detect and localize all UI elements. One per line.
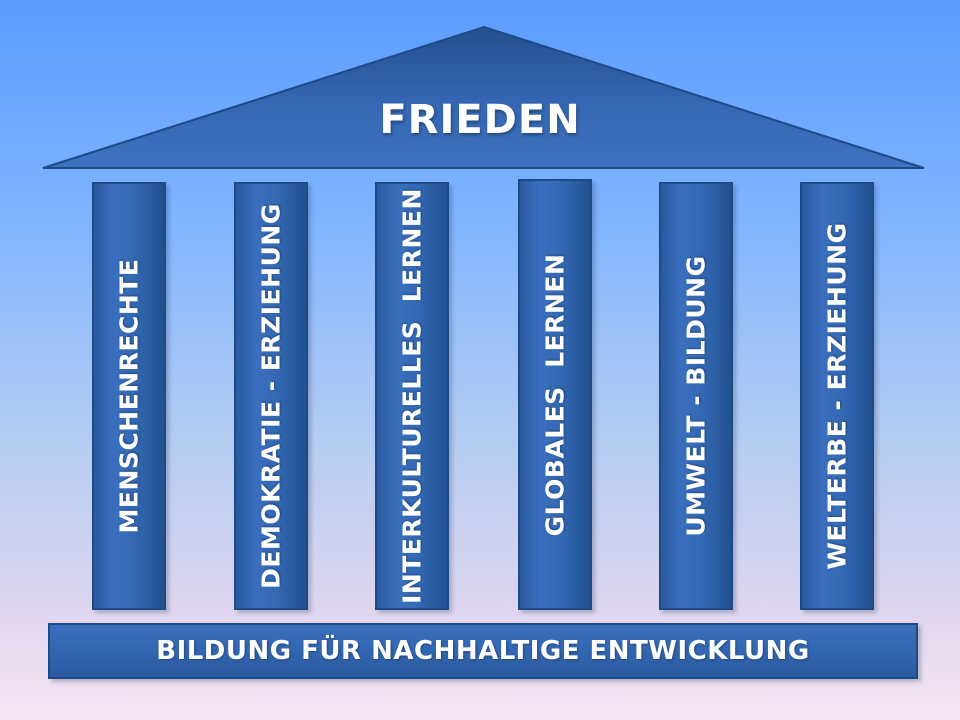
foundation-label: BILDUNG FÜR NACHHALTIGE ENTWICKLUNG [156, 636, 810, 666]
pillar-label: UMWELT - BILDUNG [681, 255, 711, 537]
pillar-label: INTERKULTURELLES LERNEN [397, 188, 427, 604]
roof-title: FRIEDEN [379, 97, 581, 143]
foundation-base: BILDUNG FÜR NACHHALTIGE ENTWICKLUNG [48, 623, 918, 679]
pillar-menschenrechte: MENSCHENRECHTE [92, 182, 166, 610]
pillar-welterbe-erziehung: WELTERBE - ERZIEHUNG [800, 182, 874, 610]
roof-triangle [42, 25, 925, 169]
pillar-label: WELTERBE - ERZIEHUNG [822, 222, 852, 570]
pillar-label: GLOBALES LERNEN [540, 253, 570, 536]
pillar-interkulturelles-lernen: INTERKULTURELLES LERNEN [375, 182, 449, 610]
pillar-label: DEMOKRATIE - ERZIEHUNG [256, 203, 286, 589]
pillar-globales-lernen: GLOBALES LERNEN [518, 179, 592, 610]
pillar-demokratie-erziehung: DEMOKRATIE - ERZIEHUNG [234, 182, 308, 610]
pillar-label: MENSCHENRECHTE [114, 258, 144, 534]
pillar-umwelt-bildung: UMWELT - BILDUNG [659, 182, 733, 610]
